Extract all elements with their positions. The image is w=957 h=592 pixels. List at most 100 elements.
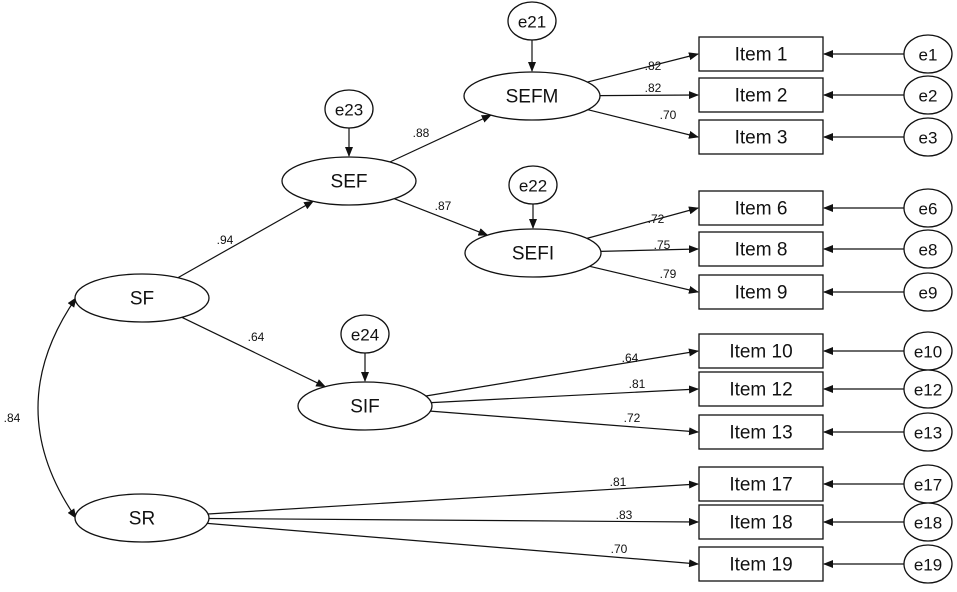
path-sf-to-sef bbox=[177, 200, 315, 279]
loading-item1-value: .82 bbox=[645, 59, 662, 73]
e12-error-circle bbox=[903, 369, 953, 409]
loading-item9-value: .79 bbox=[660, 267, 677, 281]
loading-path-item19 bbox=[207, 522, 699, 568]
e1-error-circle bbox=[903, 34, 953, 74]
e24-disturbance-circle bbox=[340, 314, 390, 354]
e24-disturbance-label: e24 bbox=[351, 326, 379, 345]
item1-label: Item 1 bbox=[735, 45, 788, 66]
latent-sefm-ellipse bbox=[463, 71, 601, 121]
e22-disturbance-circle bbox=[508, 165, 558, 205]
e17-error-label: e17 bbox=[914, 476, 942, 495]
e6-error-circle bbox=[903, 188, 953, 228]
e10-error-label: e10 bbox=[914, 343, 942, 362]
correlation-sf-sr bbox=[37, 297, 77, 519]
e9-error-label: e9 bbox=[919, 284, 938, 303]
loading-item18-value: .83 bbox=[616, 508, 633, 522]
item12-label: Item 12 bbox=[729, 380, 792, 401]
e9-error-circle bbox=[903, 272, 953, 312]
e19-error-circle bbox=[903, 544, 953, 584]
latent-sefm-label: SEFM bbox=[506, 87, 559, 108]
item10-label: Item 10 bbox=[729, 342, 792, 363]
latent-sefi-ellipse bbox=[464, 228, 602, 278]
path-sef-to-sefm bbox=[389, 114, 492, 163]
e8-error-label: e8 bbox=[919, 241, 938, 260]
loading-item17-value: .81 bbox=[610, 475, 627, 489]
loading-item10-value: .64 bbox=[622, 351, 639, 365]
e19-error-label: e19 bbox=[914, 556, 942, 575]
e21-disturbance-label: e21 bbox=[518, 13, 546, 32]
item17-label: Item 17 bbox=[729, 475, 792, 496]
item18-label: Item 18 bbox=[729, 513, 792, 534]
coef-sf-sif: .64 bbox=[248, 330, 265, 344]
loading-path-item3 bbox=[587, 109, 699, 139]
loading-path-item12 bbox=[431, 385, 699, 404]
item13-box bbox=[698, 414, 824, 450]
loading-path-item6 bbox=[586, 206, 699, 239]
e1-error-label: e1 bbox=[919, 46, 938, 65]
e2-error-circle bbox=[903, 75, 953, 115]
e18-error-label: e18 bbox=[914, 514, 942, 533]
latent-sr-label: SR bbox=[129, 509, 155, 530]
latent-sf-label: SF bbox=[130, 289, 154, 310]
loading-path-item18 bbox=[208, 517, 699, 526]
latent-sefi-label: SEFI bbox=[512, 244, 554, 265]
loading-item3-value: .70 bbox=[660, 108, 677, 122]
e6-error-label: e6 bbox=[919, 200, 938, 219]
e12-error-label: e12 bbox=[914, 381, 942, 400]
loading-path-item9 bbox=[589, 265, 699, 294]
correlation-coef: .84 bbox=[4, 411, 21, 425]
path-sf-to-sif bbox=[181, 316, 327, 388]
e8-error-circle bbox=[903, 229, 953, 269]
loading-path-item13 bbox=[430, 410, 699, 436]
loading-item2-value: .82 bbox=[645, 81, 662, 95]
item3-label: Item 3 bbox=[735, 128, 788, 149]
item1-box bbox=[698, 36, 824, 72]
item8-box bbox=[698, 231, 824, 267]
item19-box bbox=[698, 546, 824, 582]
loading-item12-value: .81 bbox=[629, 377, 646, 391]
latent-sf-ellipse bbox=[74, 273, 210, 323]
loading-path-item8 bbox=[600, 245, 699, 254]
e21-disturbance-circle bbox=[507, 1, 557, 41]
path-sef-to-sefi bbox=[394, 198, 489, 236]
coef-sef-sefi: .87 bbox=[435, 199, 452, 213]
e2-error-label: e2 bbox=[919, 87, 938, 106]
item17-box bbox=[698, 466, 824, 502]
item3-box bbox=[698, 119, 824, 155]
item10-box bbox=[698, 333, 824, 369]
loading-item13-value: .72 bbox=[624, 411, 641, 425]
item2-label: Item 2 bbox=[735, 86, 788, 107]
loading-item8-value: .75 bbox=[654, 238, 671, 252]
item6-box bbox=[698, 190, 824, 226]
e23-disturbance-label: e23 bbox=[335, 101, 363, 120]
e13-error-circle bbox=[903, 412, 953, 452]
latent-sif-ellipse bbox=[297, 381, 433, 431]
loading-item6-value: .72 bbox=[648, 212, 665, 226]
item6-label: Item 6 bbox=[735, 199, 788, 220]
e22-disturbance-label: e22 bbox=[519, 177, 547, 196]
loading-path-item1 bbox=[587, 52, 699, 83]
e3-error-circle bbox=[903, 117, 953, 157]
latent-sif-label: SIF bbox=[350, 397, 380, 418]
loading-path-item10 bbox=[425, 348, 699, 397]
item12-box bbox=[698, 371, 824, 407]
item8-label: Item 8 bbox=[735, 240, 788, 261]
loading-path-item2 bbox=[599, 91, 699, 100]
e23-disturbance-circle bbox=[324, 89, 374, 129]
e18-error-circle bbox=[903, 502, 953, 542]
latent-sef-ellipse bbox=[281, 156, 417, 206]
loading-path-item17 bbox=[208, 480, 699, 515]
e13-error-label: e13 bbox=[914, 424, 942, 443]
item13-label: Item 13 bbox=[729, 423, 792, 444]
latent-sef-label: SEF bbox=[331, 172, 368, 193]
coef-sf-sef: .94 bbox=[217, 233, 234, 247]
e3-error-label: e3 bbox=[919, 129, 938, 148]
latent-sr-ellipse bbox=[74, 493, 210, 543]
item9-box bbox=[698, 274, 824, 310]
item9-label: Item 9 bbox=[735, 283, 788, 304]
loading-item19-value: .70 bbox=[611, 542, 628, 556]
item18-box bbox=[698, 504, 824, 540]
item2-box bbox=[698, 77, 824, 113]
item19-label: Item 19 bbox=[729, 555, 792, 576]
